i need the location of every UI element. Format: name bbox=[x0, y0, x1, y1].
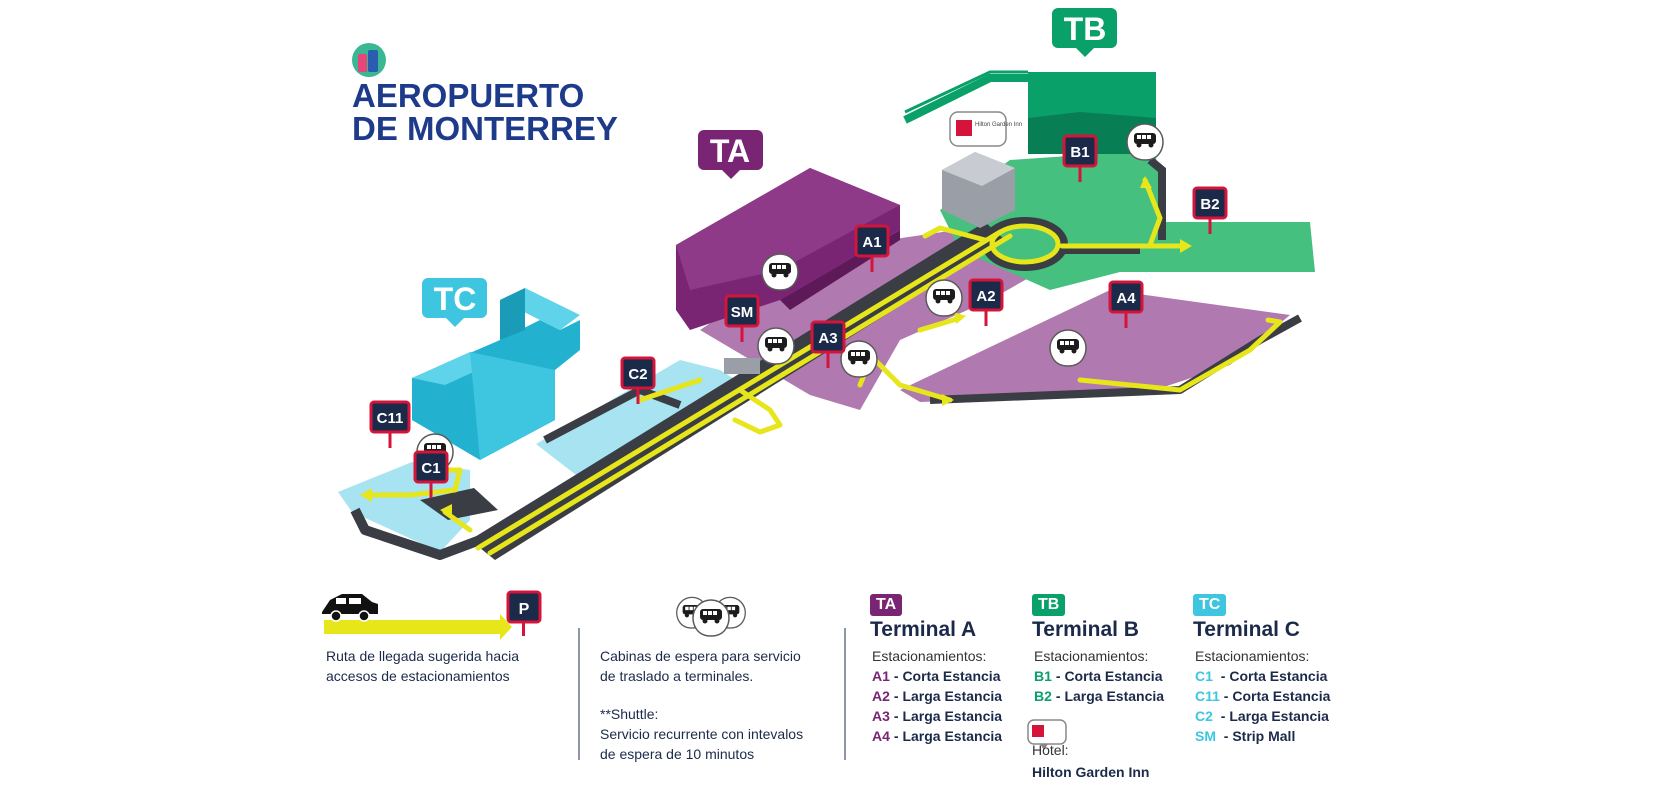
parking-pin-b2: B2 bbox=[1192, 186, 1228, 234]
airport-logo: AEROPUERTO DE MONTERREY bbox=[352, 43, 618, 147]
parking-pin-c11: C11 bbox=[369, 400, 411, 448]
legend-route-text-1: Ruta de llegada sugerida hacia bbox=[326, 648, 520, 664]
svg-text:TA: TA bbox=[710, 133, 750, 169]
parking-pin-a1: A1 bbox=[854, 224, 890, 272]
lot-a4-area bbox=[900, 290, 1290, 402]
legend-shuttle-text-4: Servicio recurrente con intevalos bbox=[600, 726, 804, 742]
svg-text:P: P bbox=[519, 601, 530, 618]
svg-text:TC: TC bbox=[434, 281, 477, 317]
hotel-sign-text: Hilton Garden Inn bbox=[975, 122, 1022, 128]
legend-hotel-icon bbox=[1027, 719, 1067, 750]
parking-pin-a4: A4 bbox=[1108, 280, 1144, 328]
lot-entry: C2 - Larga Estancia bbox=[1195, 708, 1329, 724]
lot-c1-area bbox=[338, 462, 470, 552]
lot-c2-area bbox=[536, 360, 760, 478]
parking-pin-label: C2 bbox=[628, 366, 647, 383]
suggested-routes bbox=[362, 177, 1283, 556]
parking-pin-label: A4 bbox=[1116, 290, 1136, 307]
route-bar bbox=[324, 620, 502, 634]
lots-label: Estacionamientos: bbox=[1195, 648, 1310, 664]
shuttle-pin-icon bbox=[1126, 123, 1164, 161]
hotel-building: Hilton Garden Inn bbox=[942, 111, 1022, 228]
lot-entry: A2 - Larga Estancia bbox=[872, 688, 1003, 704]
terminal-badge-ta: TA bbox=[870, 594, 903, 616]
legend-parking-pin: P bbox=[506, 590, 542, 636]
lot-entry: A4 - Larga Estancia bbox=[872, 728, 1003, 744]
shuttle-pin-icon bbox=[761, 253, 799, 291]
parking-pin-label: A2 bbox=[976, 288, 995, 305]
shuttle-pin-icon bbox=[925, 279, 963, 317]
lots-label: Estacionamientos: bbox=[1034, 648, 1149, 664]
terminal-tag-tb: TB bbox=[1052, 8, 1117, 57]
legend-shuttle-text-1: Cabinas de espera para servicio bbox=[600, 648, 801, 664]
svg-text:TB: TB bbox=[1064, 11, 1107, 47]
terminal-c-building bbox=[412, 288, 580, 460]
legend-shuttle-text-2: de traslado a terminales. bbox=[600, 668, 754, 684]
legend-shuttle-text-3: **Shuttle: bbox=[600, 706, 659, 722]
parking-pin-label: SM bbox=[731, 304, 754, 321]
terminal-tag-tc: TC bbox=[422, 278, 487, 327]
terminal-title: Terminal B bbox=[1032, 618, 1139, 641]
hotel-name: Hilton Garden Inn bbox=[1032, 764, 1150, 780]
parking-pin-b1: B1 bbox=[1062, 134, 1098, 182]
lot-entry: C1 - Corta Estancia bbox=[1195, 668, 1328, 684]
parking-pin-c1: C1 bbox=[413, 450, 449, 498]
parking-pin-label: C11 bbox=[377, 410, 404, 427]
parking-pin-c2: C2 bbox=[620, 356, 656, 404]
logo-line-2: DE MONTERREY bbox=[352, 110, 618, 147]
terminal-title: Terminal C bbox=[1193, 618, 1300, 641]
legend-divider bbox=[844, 628, 846, 760]
lots-label: Estacionamientos: bbox=[872, 648, 987, 664]
parking-pin-label: A3 bbox=[818, 330, 837, 347]
shuttle-pin-icon bbox=[840, 340, 878, 378]
hotel-label: Hotel: bbox=[1032, 742, 1069, 758]
terminal-b-building bbox=[903, 70, 1156, 154]
parking-pin-sm: SM bbox=[724, 294, 760, 342]
lot-entry: B1 - Corta Estancia bbox=[1034, 668, 1163, 684]
legend-route-text-2: accesos de estacionamientos bbox=[326, 668, 510, 684]
logo-line-1: AEROPUERTO bbox=[352, 77, 584, 114]
lot-entry: A3 - Larga Estancia bbox=[872, 708, 1003, 724]
legend-route: Ruta de llegada sugerida hacia accesos d… bbox=[326, 646, 519, 686]
legend-terminal-b: TB Terminal B Estacionamientos: B1 - Cor… bbox=[1032, 594, 1164, 780]
legend-terminal-a: TA Terminal A Estacionamientos: A1 - Cor… bbox=[870, 594, 1002, 746]
legend-divider bbox=[578, 628, 580, 760]
parking-pin-label: C1 bbox=[421, 460, 440, 477]
shuttle-cluster-icon bbox=[676, 596, 746, 637]
lot-entry: A1 - Corta Estancia bbox=[872, 668, 1001, 684]
terminal-badge-tb: TB bbox=[1032, 594, 1066, 616]
terminal-tag-ta: TA bbox=[698, 130, 763, 179]
strip-mall-building bbox=[724, 358, 760, 374]
legend-terminal-c: TC Terminal C Estacionamientos: C1 - Cor… bbox=[1193, 594, 1330, 746]
lot-entry: B2 - Larga Estancia bbox=[1034, 688, 1165, 704]
parking-pin-a3: A3 bbox=[810, 320, 846, 368]
parking-pin-label: B2 bbox=[1200, 196, 1219, 213]
terminal-title: Terminal A bbox=[870, 618, 977, 641]
lot-entry: C11 - Corta Estancia bbox=[1195, 688, 1331, 704]
car-icon bbox=[322, 594, 378, 622]
shuttle-pin-icon bbox=[1049, 329, 1087, 367]
legend-shuttle: Cabinas de espera para servicio de trasl… bbox=[600, 646, 803, 764]
lot-entry: SM - Strip Mall bbox=[1195, 728, 1296, 744]
hilton-logo-icon bbox=[956, 120, 972, 136]
legend-shuttle-text-5: de espera de 10 minutos bbox=[600, 746, 755, 762]
parking-pin-label: B1 bbox=[1070, 144, 1089, 161]
shuttle-pin-icon bbox=[757, 327, 795, 365]
parking-pin-a2: A2 bbox=[968, 278, 1004, 326]
parking-pin-label: A1 bbox=[862, 234, 881, 251]
legend-route-symbol: P bbox=[322, 590, 542, 640]
terminal-badge-tc: TC bbox=[1193, 594, 1227, 616]
route-arrowheads bbox=[360, 176, 1192, 518]
